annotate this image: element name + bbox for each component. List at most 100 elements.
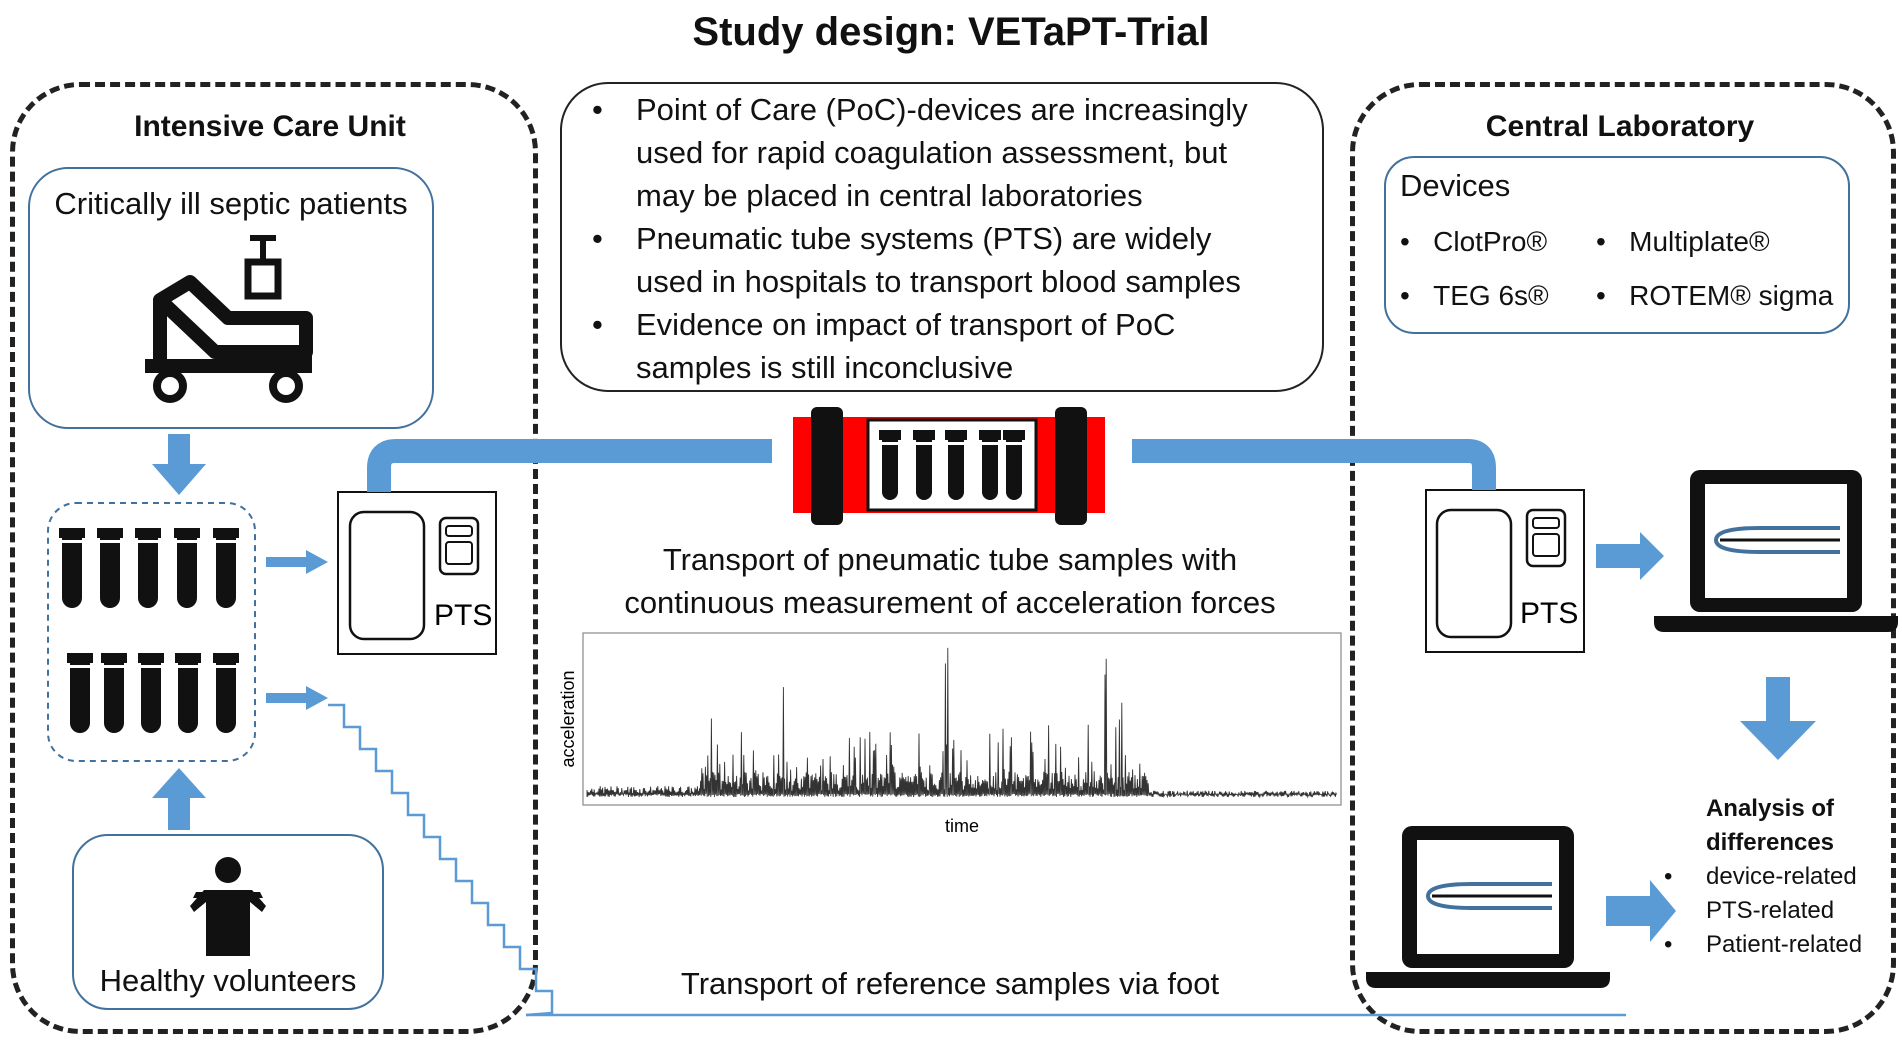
tube-cap-band (216, 665, 236, 668)
info-box (560, 82, 1324, 392)
blood-tube-icon (101, 653, 127, 733)
arrow-right-icon (266, 686, 328, 710)
device-label: TEG 6s® (1433, 280, 1549, 311)
analysis-item-label: PTS-related (1706, 897, 1835, 924)
chart-x-label: time (945, 816, 979, 836)
blood-tube-icon (945, 430, 967, 500)
info-line: Point of Care (PoC)-devices are increasi… (636, 92, 1248, 127)
device-item: • ROTEM® sigma (1596, 280, 1833, 312)
info-bullet: • Pneumatic tube systems (PTS) are widel… (592, 217, 1312, 303)
chart-frame (582, 632, 1342, 806)
info-line: Pneumatic tube systems (PTS) are widely (636, 221, 1212, 256)
bullet-dot: • (1664, 863, 1673, 890)
volunteers-box (72, 834, 384, 1010)
acceleration-series-line (586, 647, 1338, 799)
pneumatic-canister-icon (793, 407, 1105, 525)
device-label: ROTEM® sigma (1629, 280, 1834, 311)
tube-cap-band (138, 540, 158, 543)
pipe-left (367, 439, 772, 492)
bullet-dot: • (1664, 931, 1673, 958)
tube-cap-band (216, 540, 236, 543)
acceleration-chart: acceleration time (558, 632, 1342, 836)
blood-tube-icon (59, 528, 85, 608)
blood-tube-icon (97, 528, 123, 608)
device-item: • ClotPro® (1400, 226, 1547, 258)
patients-label: Critically ill septic patients (54, 186, 408, 221)
blood-tube-icon (175, 653, 201, 733)
arrow-down-icon (1740, 677, 1816, 760)
patients-box (28, 167, 434, 429)
volunteers-label: Healthy volunteers (99, 963, 357, 998)
bullet-dot: • (592, 92, 603, 127)
blood-tube-icon (174, 528, 200, 608)
coagulation-curve-icon (1425, 882, 1552, 910)
icu-blood-tubes (59, 528, 239, 733)
arrow-right-icon (266, 550, 328, 574)
icu-heading: Intensive Care Unit (134, 110, 406, 143)
arrow-up-icon (152, 768, 206, 830)
arrow-right-icon (1596, 532, 1664, 580)
analysis-title-line: differences (1705, 829, 1835, 856)
hospital-bed-icon (145, 235, 313, 403)
device-label: ClotPro® (1433, 226, 1548, 257)
tube-cap-band (1006, 442, 1022, 445)
tube-cap-band (70, 665, 90, 668)
tube-cap-band (62, 540, 82, 543)
analysis-item-label: device-related (1706, 863, 1857, 890)
tube-cap-band (178, 665, 198, 668)
bullet-dot: • (1400, 280, 1434, 311)
foot-transport-path (328, 703, 554, 1017)
tube-cap-band (177, 540, 197, 543)
device-label: Multiplate® (1629, 226, 1770, 257)
tube-cap-band (882, 442, 898, 445)
pts-station-icu (337, 491, 497, 655)
tube-cap-band (100, 540, 120, 543)
device-item: • Multiplate® (1596, 226, 1770, 258)
info-line: may be placed in central laboratories (636, 178, 1143, 213)
blood-tube-icon (213, 653, 239, 733)
tube-cap-band (104, 665, 124, 668)
icu-panel (10, 82, 538, 1034)
analysis-item: • device-related (1664, 860, 1862, 894)
coagulation-curve-icon (1713, 526, 1840, 554)
devices-box (1384, 156, 1850, 334)
info-line: samples is still inconclusive (636, 350, 1014, 385)
blood-tube-icon (913, 430, 935, 500)
lab-panel (1350, 82, 1896, 1034)
blood-tube-icon (138, 653, 164, 733)
transport-caption-line: Transport of pneumatic tube samples with (662, 542, 1238, 577)
info-bullet: • Point of Care (PoC)-devices are increa… (592, 88, 1312, 217)
blood-tube-icon (1003, 430, 1025, 500)
tube-cap-band (141, 665, 161, 668)
analysis-title: Analysis of differences (1670, 792, 1870, 860)
foot-transport-label: Transport of reference samples via foot (680, 966, 1220, 1001)
blood-tube-icon (213, 528, 239, 608)
pipe-right (1132, 439, 1496, 490)
pts-label: PTS (434, 599, 492, 632)
devices-title: Devices (1400, 168, 1511, 203)
info-bullets: • Point of Care (PoC)-devices are increa… (592, 88, 1312, 389)
blood-tube-icon (879, 430, 901, 500)
blood-tube-icon (979, 430, 1001, 500)
analysis-list: • device-related • PTS-related • Patient-re… (1664, 860, 1862, 962)
device-item: • TEG 6s® (1400, 280, 1549, 312)
bullet-dot: • (592, 221, 603, 256)
pts-station-lab (1425, 489, 1585, 653)
info-line: used in hospitals to transport blood sam… (636, 264, 1241, 299)
lab-heading: Central Laboratory (1485, 110, 1755, 143)
bullet-dot: • (592, 307, 603, 342)
info-bullet: • Evidence on impact of transport of PoC… (592, 303, 1312, 389)
analysis-item: • Patient-related (1664, 928, 1862, 962)
analysis-item-label: Patient-related (1706, 931, 1863, 958)
tube-cap-band (916, 442, 932, 445)
pts-label: PTS (1520, 597, 1578, 630)
bullet-dot: • (1400, 226, 1434, 257)
bullet-dot: • (1596, 226, 1630, 257)
arrow-down-icon (152, 434, 206, 495)
tube-cap-band (948, 442, 964, 445)
info-line: Evidence on impact of transport of PoC (636, 307, 1176, 342)
blood-tube-icon (135, 528, 161, 608)
arrow-right-icon (1606, 880, 1676, 942)
analysis-title-line: Analysis of (1705, 795, 1835, 822)
